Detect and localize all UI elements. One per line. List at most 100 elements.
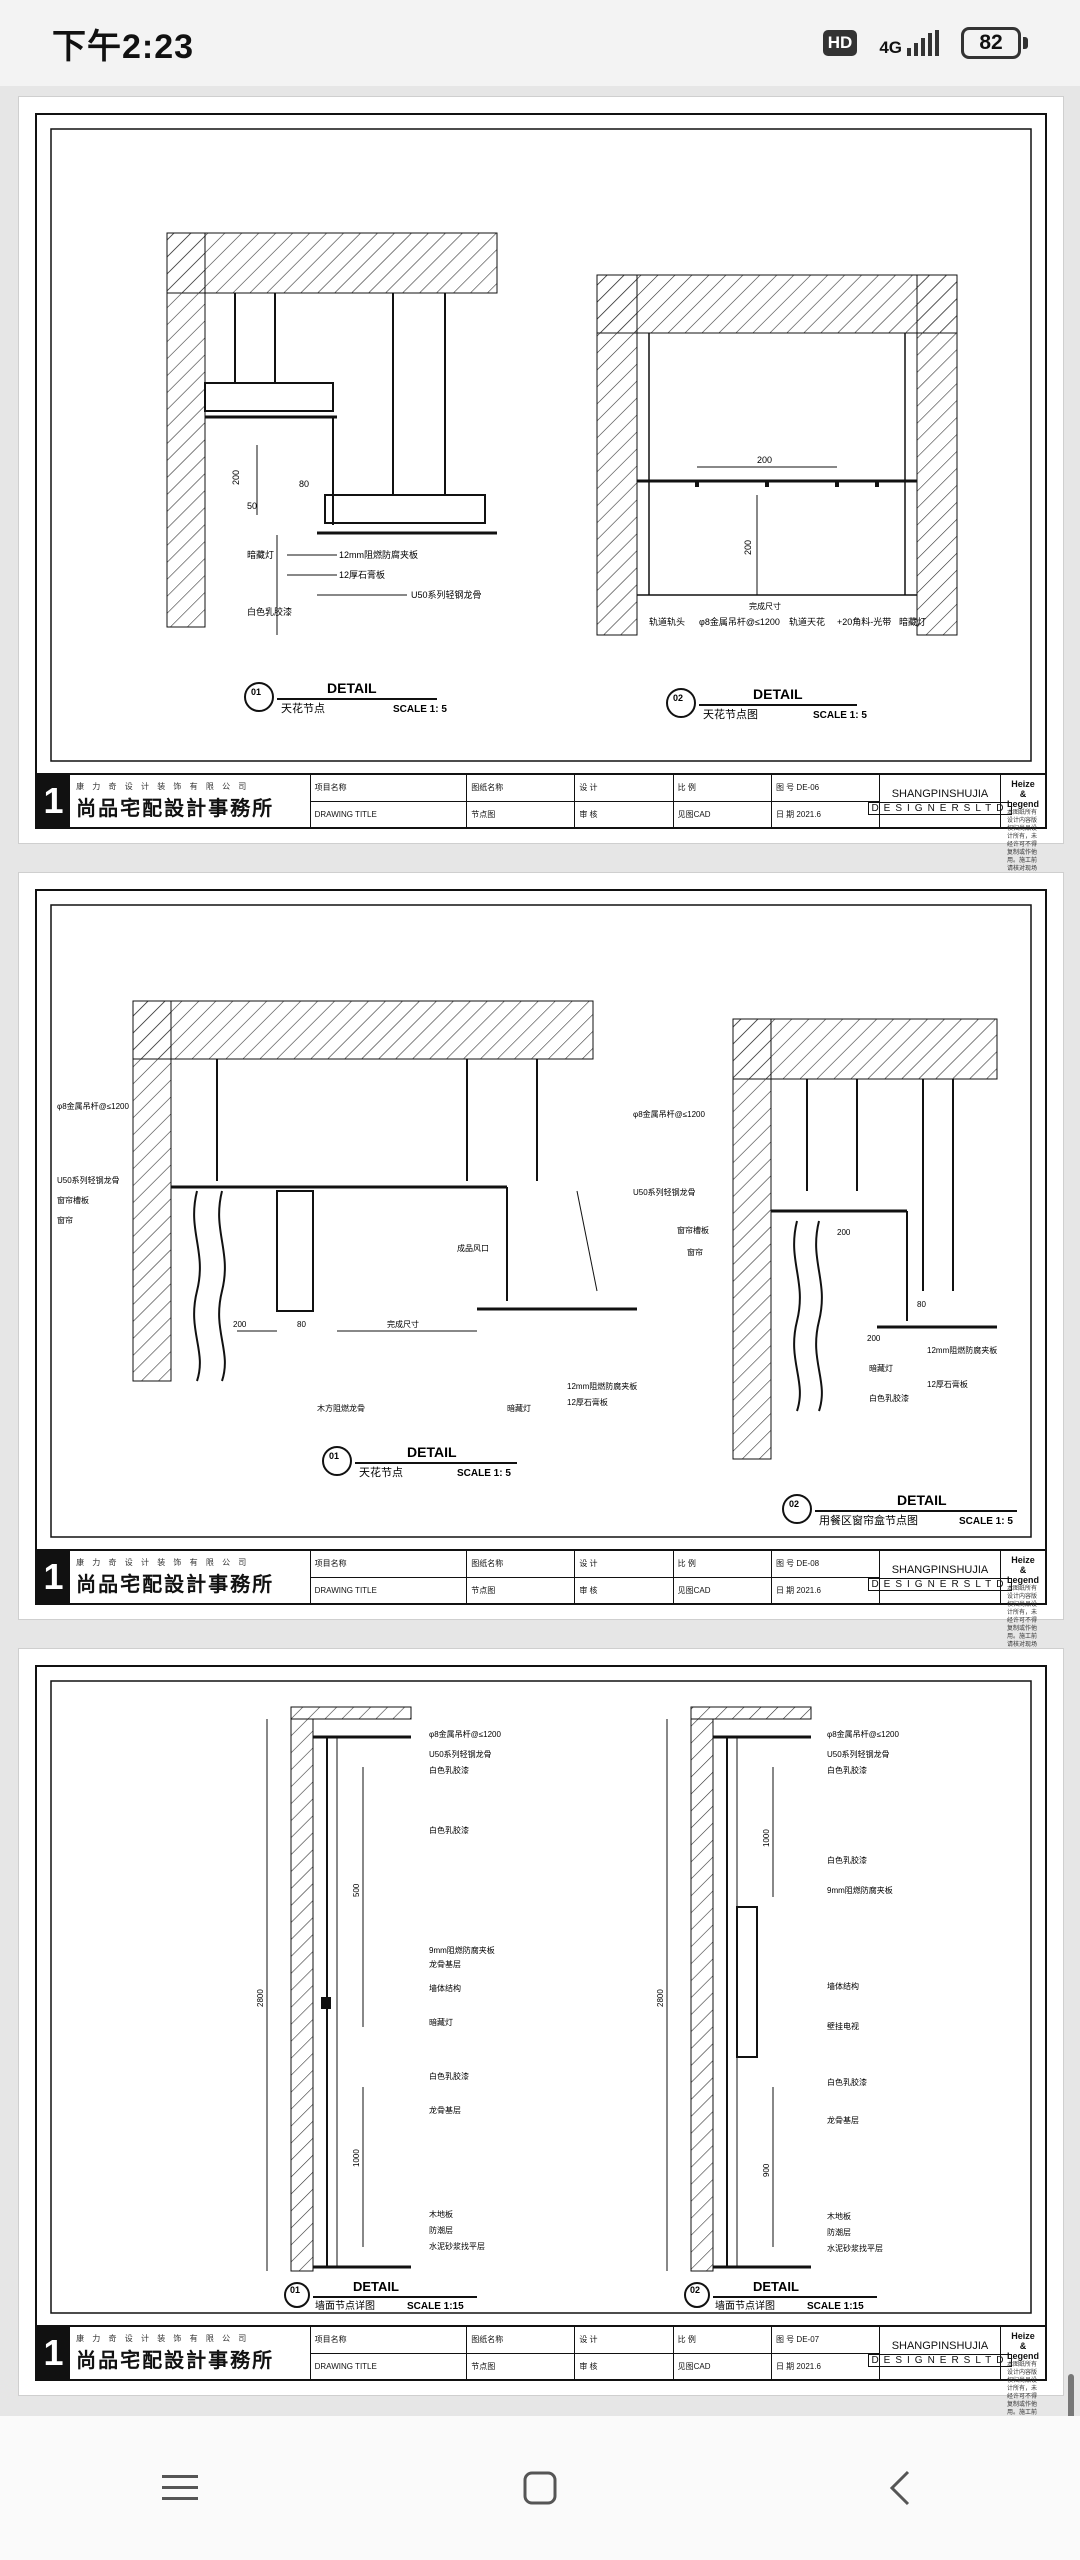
menu-icon [162, 2475, 198, 2500]
status-time: 下午2:23 [52, 27, 195, 66]
company-block: 康 力 奇 设 计 装 饰 有 限 公 司 尚品宅配設計事務所 [70, 1551, 311, 1603]
d2-label-10: 木地板 [827, 2211, 851, 2221]
d2-label-2: φ8金属吊杆@≤1200 [699, 616, 780, 627]
d2-dim-2: 1000 [762, 1829, 771, 1847]
d2-scale: SCALE 1:15 [807, 2301, 864, 2312]
d1-dim-200: 200 [231, 470, 241, 485]
hd-icon: HD [822, 30, 858, 56]
d2-scale: SCALE 1: 5 [813, 710, 867, 721]
d1-title: DETAIL [353, 2279, 399, 2294]
d2-label-3: 白色乳胶漆 [827, 1765, 867, 1775]
tb-drawname: 图纸名称节点图 [467, 775, 576, 827]
d2-name: 天花节点图 [703, 708, 758, 721]
d2-label-5: 暗藏灯 [869, 1363, 893, 1373]
company-small: 康 力 奇 设 计 装 饰 有 限 公 司 [76, 782, 250, 791]
tb-scale: 比 例见图CAD [673, 775, 772, 827]
d1-label-9: 12厚石膏板 [567, 1397, 608, 1407]
d2-id: 02 [690, 2285, 700, 2295]
d2-label-9: 龙骨基层 [827, 2115, 859, 2125]
tb-designer: 设 计审 核 [575, 775, 674, 827]
d2-name: 墙面节点详图 [715, 2299, 775, 2312]
d1-name: 天花节点 [281, 702, 325, 715]
d2-label-7: 12厚石膏板 [927, 1379, 968, 1389]
back-button[interactable] [840, 2443, 960, 2533]
d2-label-12: 水泥砂浆找平层 [827, 2243, 883, 2253]
d1-label-2: 12mm阻燃防腐夹板 [339, 549, 418, 560]
detail-drawings-sheet-1: 200 80 50 暗藏灯 12mm阻燃防腐夹板 12厚石膏板 U50系列轻钢龙… [50, 128, 1032, 762]
d1-dim-50: 50 [247, 501, 257, 511]
detail-02-text: φ8金属吊杆@≤1200 U50系列轻钢龙骨 白色乳胶漆 白色乳胶漆 9mm阻燃… [656, 1729, 899, 2312]
company-small: 康 力 奇 设 计 装 饰 有 限 公 司 [76, 2334, 250, 2343]
detail-01-text: φ8金属吊杆@≤1200 U50系列轻钢龙骨 白色乳胶漆 白色乳胶漆 9mm阻燃… [256, 1729, 501, 2312]
tb-drawname: 图纸名称节点图 [467, 1551, 576, 1603]
detail-01-drawing [132, 1000, 637, 1382]
detail-02-text: 200 200 完成尺寸 轨道轨头 φ8金属吊杆@≤1200 轨道天花 +20角… [649, 455, 926, 721]
d2-dim-200b: 200 [743, 540, 753, 555]
d2-dim-200: 200 [757, 455, 772, 465]
detail-02-text: φ8金属吊杆@≤1200 U50系列轻钢龙骨 窗帘槽板 窗帘 暗藏灯 12mm阻… [633, 1109, 1017, 1527]
tb-designer: 设 计审 核 [575, 2327, 674, 2379]
sheet-number: 1 [37, 2327, 71, 2379]
battery-level: 82 [961, 27, 1021, 59]
d2-scale: SCALE 1: 5 [959, 1516, 1013, 1527]
company-block: 康 力 奇 设 计 装 饰 有 限 公 司 尚品宅配設計事務所 [70, 2327, 311, 2379]
d1-label-11: 木地板 [429, 2209, 453, 2219]
d2-label-8: 白色乳胶漆 [827, 2077, 867, 2087]
d2-label-7: 壁挂电视 [827, 2021, 859, 2031]
detail-01-drawing [166, 232, 498, 635]
back-chevron-icon [889, 2470, 910, 2506]
d2-dim-3: 900 [762, 2163, 771, 2177]
menu-button[interactable] [120, 2443, 240, 2533]
d1-id: 01 [329, 1451, 339, 1461]
d2-label-4: 白色乳胶漆 [827, 1855, 867, 1865]
detail-01-drawing [266, 1706, 412, 2272]
signal-icon: 4G [879, 30, 939, 56]
company-name: 尚品宅配設計事務所 [76, 1574, 275, 1596]
d1-label-1: φ8金属吊杆@≤1200 [429, 1729, 501, 1739]
detail-01-text: 200 80 50 暗藏灯 12mm阻燃防腐夹板 12厚石膏板 U50系列轻钢龙… [231, 470, 482, 715]
detail-02-drawing [666, 1706, 812, 2272]
d2-label-6: 墙体结构 [827, 1981, 859, 1991]
d2-name: 用餐区窗帘盒节点图 [819, 1513, 918, 1527]
company-small: 康 力 奇 设 计 装 饰 有 限 公 司 [76, 1558, 250, 1567]
d1-label-5: 9mm阻燃防腐夹板 [429, 1945, 495, 1955]
tb-scale: 比 例见图CAD [673, 1551, 772, 1603]
d1-title: DETAIL [327, 680, 377, 696]
detail-01-text: φ8金属吊杆@≤1200 U50系列轻钢龙骨 窗帘槽板 窗帘 木方阻燃龙骨 成品… [57, 1101, 637, 1479]
d1-label-13: 水泥砂浆找平层 [429, 2241, 485, 2251]
d1-label-3: 窗帘槽板 [57, 1195, 89, 1205]
d1-label-7: 暗藏灯 [507, 1403, 531, 1413]
home-button[interactable] [480, 2443, 600, 2533]
detail-02-drawing [596, 274, 958, 636]
status-icons: HD 4G 82 [822, 27, 1028, 59]
scrollbar-thumb[interactable] [1068, 2374, 1074, 2434]
d1-dim-3: 完成尺寸 [387, 1319, 419, 1329]
d2-label-11: 防潮层 [827, 2227, 851, 2237]
detail-drawings-sheet-3: φ8金属吊杆@≤1200 U50系列轻钢龙骨 白色乳胶漆 白色乳胶漆 9mm阻燃… [50, 1680, 1032, 2314]
d1-dim-2: 80 [297, 1320, 306, 1329]
d1-label-2: U50系列轻钢龙骨 [429, 1749, 492, 1759]
drawing-sheet-2: φ8金属吊杆@≤1200 U50系列轻钢龙骨 窗帘槽板 窗帘 木方阻燃龙骨 成品… [18, 872, 1064, 1680]
tb-scale: 比 例见图CAD [673, 2327, 772, 2379]
d1-scale: SCALE 1: 5 [393, 704, 447, 715]
d1-id: 01 [290, 2285, 300, 2295]
d2-label-3: 窗帘槽板 [677, 1225, 709, 1235]
d1-dim-1: 2800 [256, 1989, 265, 2007]
d2-title: DETAIL [897, 1492, 947, 1508]
d1-label-3: 12厚石膏板 [339, 569, 385, 580]
d2-label-1: φ8金属吊杆@≤1200 [827, 1729, 899, 1739]
d2-label-5: 9mm阻燃防腐夹板 [827, 1885, 893, 1895]
home-square-icon [523, 2471, 557, 2505]
d2-title: DETAIL [753, 686, 803, 702]
document-viewer[interactable]: 200 80 50 暗藏灯 12mm阻燃防腐夹板 12厚石膏板 U50系列轻钢龙… [0, 86, 1080, 2456]
d1-label-8: 12mm阻燃防腐夹板 [567, 1381, 637, 1391]
sheet-number: 1 [37, 775, 71, 827]
